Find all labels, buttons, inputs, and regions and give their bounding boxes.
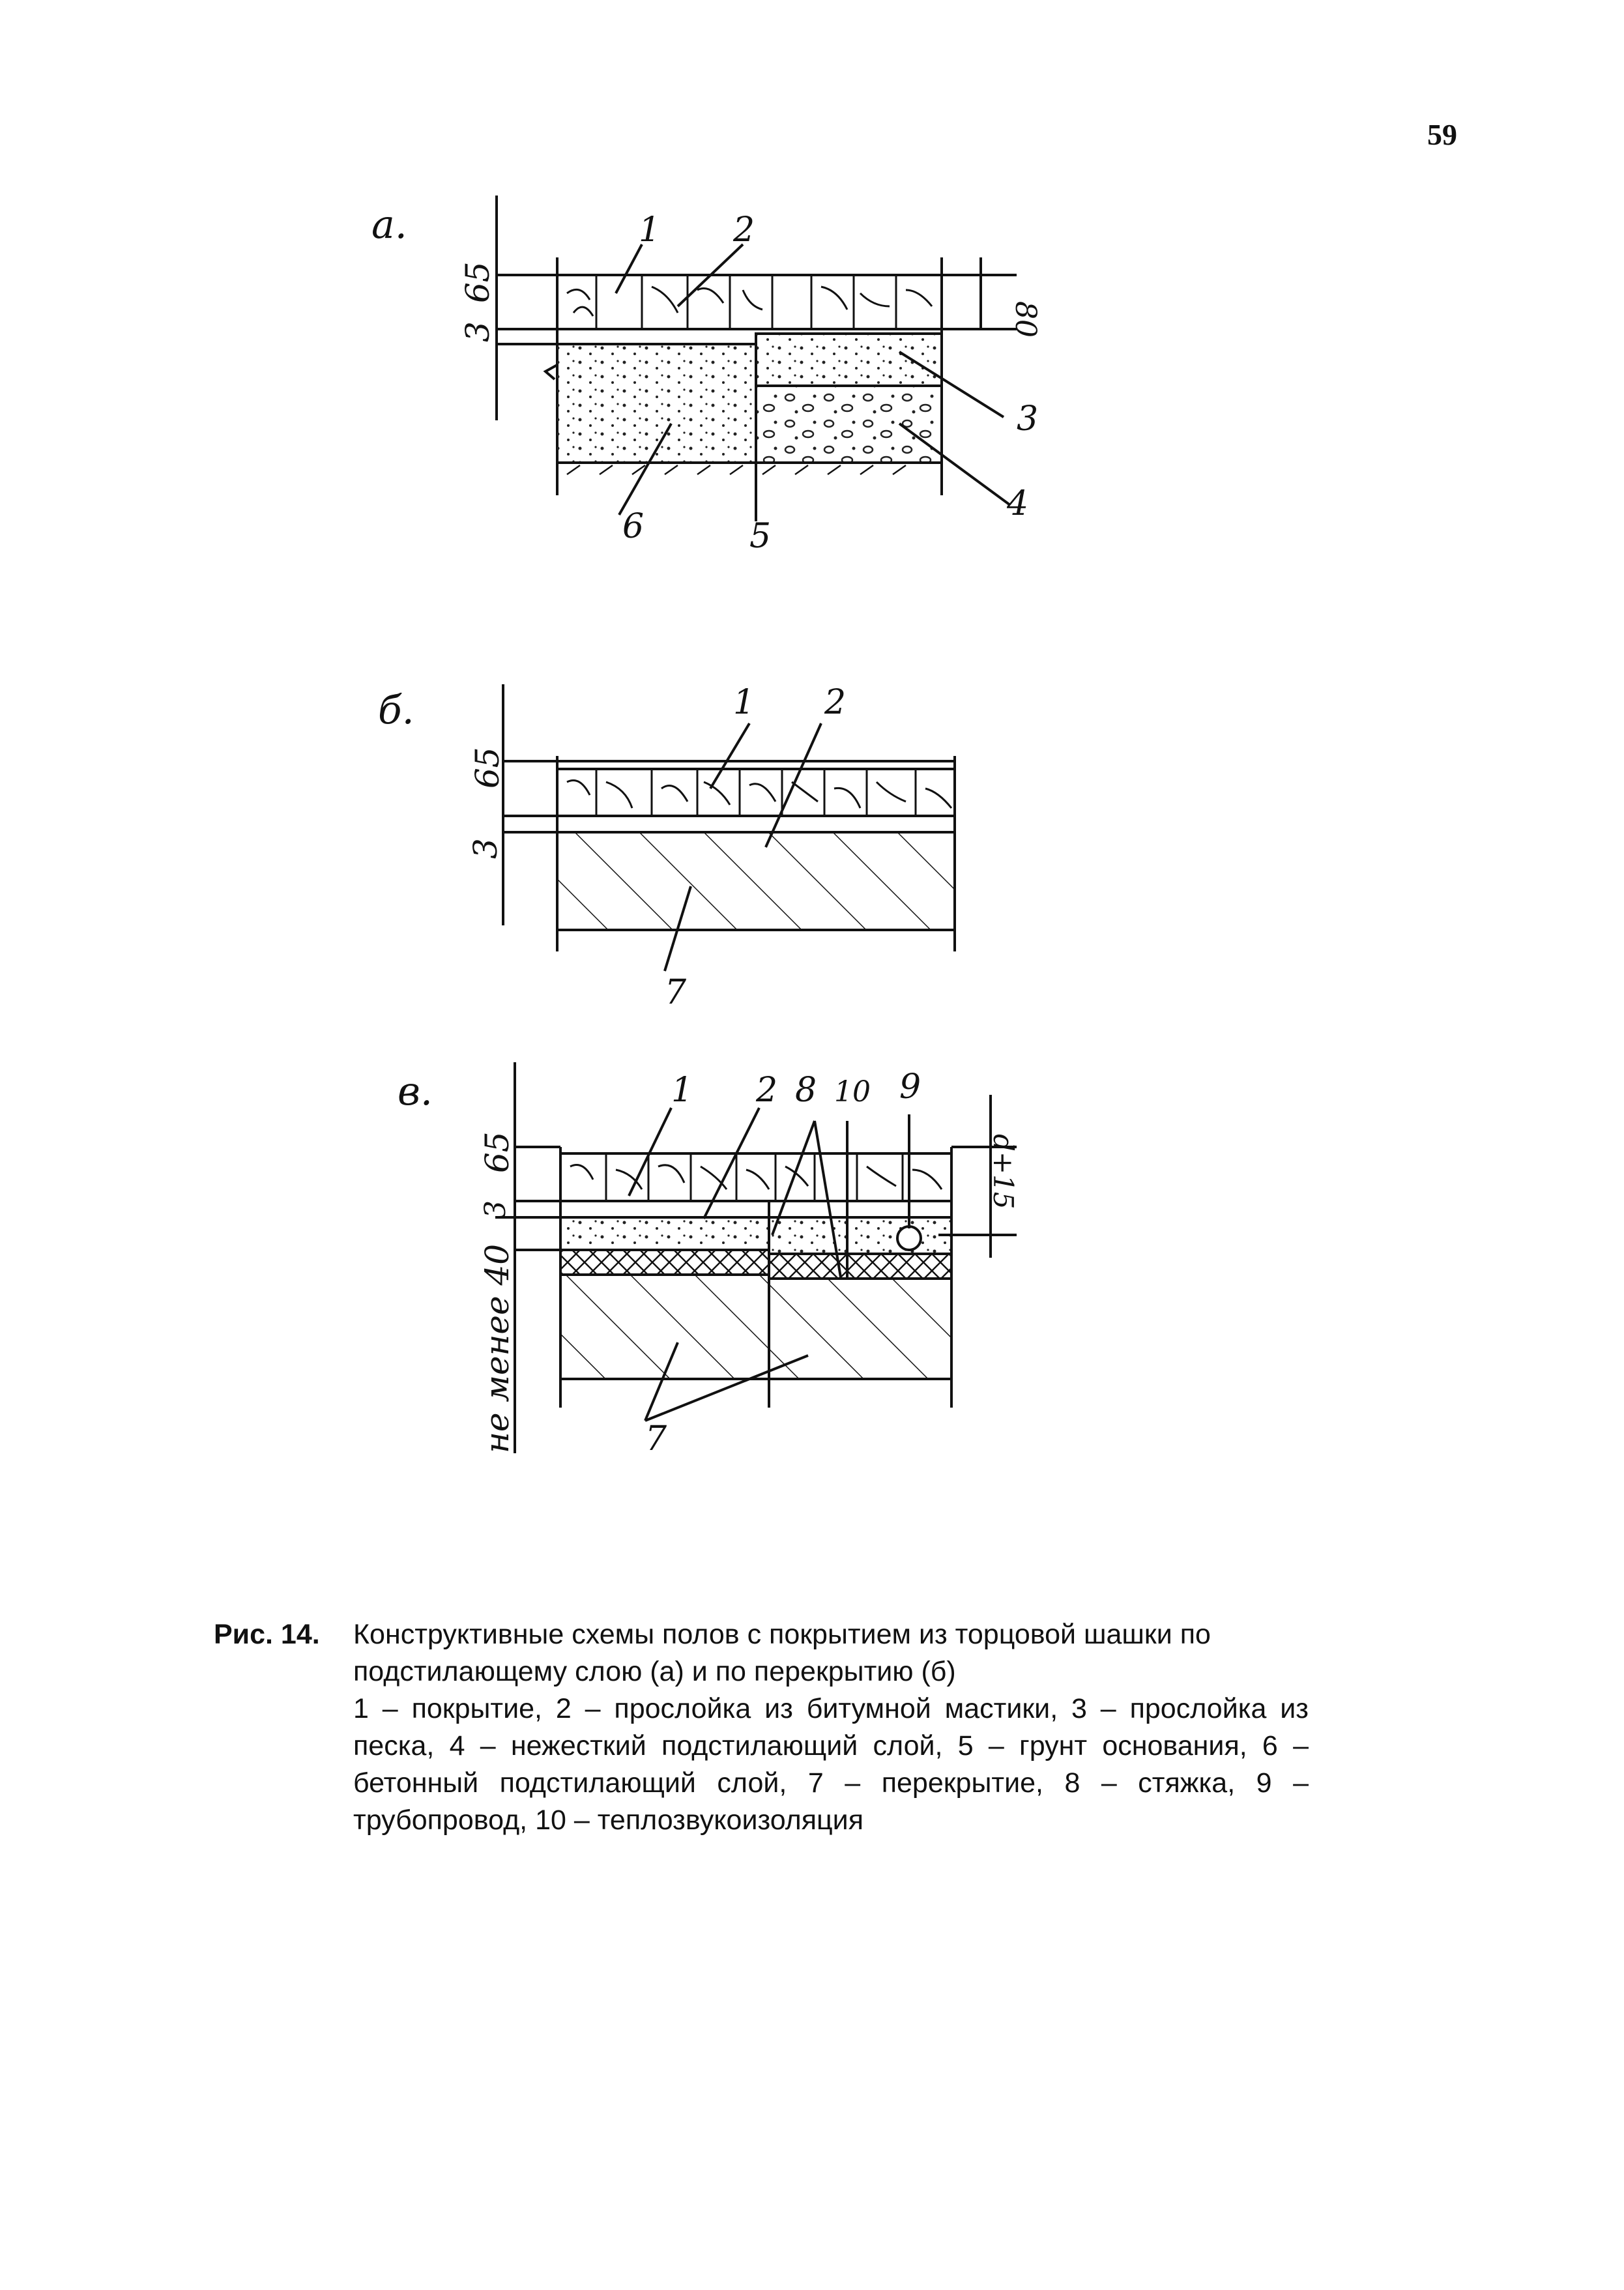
- caption-title-line: подстилающему слою (а) и по перекрытию (…: [353, 1656, 956, 1687]
- callout-b-7: 7: [665, 973, 687, 1012]
- callout-v-9: 9: [899, 1067, 921, 1107]
- diagram-b: б. 65 3: [378, 684, 956, 972]
- callout-a-1: 1: [639, 210, 660, 250]
- figure-caption: Рис. 14. Конструктивные схемы полов с по…: [214, 1616, 1309, 1839]
- panel-label-a: а.: [371, 202, 407, 248]
- callout-v-2: 2: [755, 1071, 777, 1110]
- caption-legend: 1 – покрытие, 2 – прослойка из битумной …: [353, 1693, 1309, 1836]
- diagram-v-callouts: 1 2 8 10 9 7: [645, 1067, 921, 1458]
- diagram-a-callouts: 1 2 3 4 5 6: [622, 210, 1038, 556]
- dim-v-pipe: d+15: [987, 1134, 1019, 1210]
- diagram-a: а. 65 3 80: [371, 196, 1042, 521]
- callout-b-1: 1: [733, 683, 755, 722]
- dim-b-interlayer: 3: [467, 838, 504, 859]
- diagram-v: в. 65 3 не менее 40 d+15: [398, 1062, 1019, 1453]
- callout-v-7: 7: [645, 1419, 667, 1458]
- callout-b-2: 2: [824, 683, 846, 722]
- panel-label-b: б.: [378, 688, 414, 733]
- caption-title-line: Конструктивные схемы полов с покрытием и…: [353, 1619, 1211, 1650]
- callout-a-5: 5: [749, 517, 771, 556]
- dim-a-cover: 65: [459, 261, 497, 303]
- diagram-b-callouts: 1 2 7: [665, 683, 846, 1012]
- caption-label: Рис. 14.: [214, 1619, 320, 1650]
- callout-v-8: 8: [795, 1071, 817, 1110]
- page-number: 59: [1427, 118, 1457, 151]
- dim-b-cover: 65: [469, 747, 506, 789]
- callout-a-4: 4: [1006, 484, 1028, 523]
- dim-a-total: 80: [1009, 301, 1042, 338]
- dim-a-interlayer: 3: [459, 321, 497, 342]
- panel-label-v: в.: [398, 1069, 433, 1114]
- callout-a-2: 2: [732, 210, 755, 250]
- dim-v-cover: 65: [478, 1131, 516, 1173]
- caption-body: Конструктивные схемы полов с покрытием и…: [353, 1616, 1309, 1839]
- callout-a-3: 3: [1017, 399, 1038, 439]
- callout-a-6: 6: [622, 507, 644, 546]
- callout-v-10: 10: [834, 1075, 871, 1109]
- dim-v-screed: не менее 40: [478, 1244, 516, 1453]
- dim-v-interlayer: 3: [479, 1200, 512, 1219]
- callout-v-1: 1: [671, 1071, 693, 1110]
